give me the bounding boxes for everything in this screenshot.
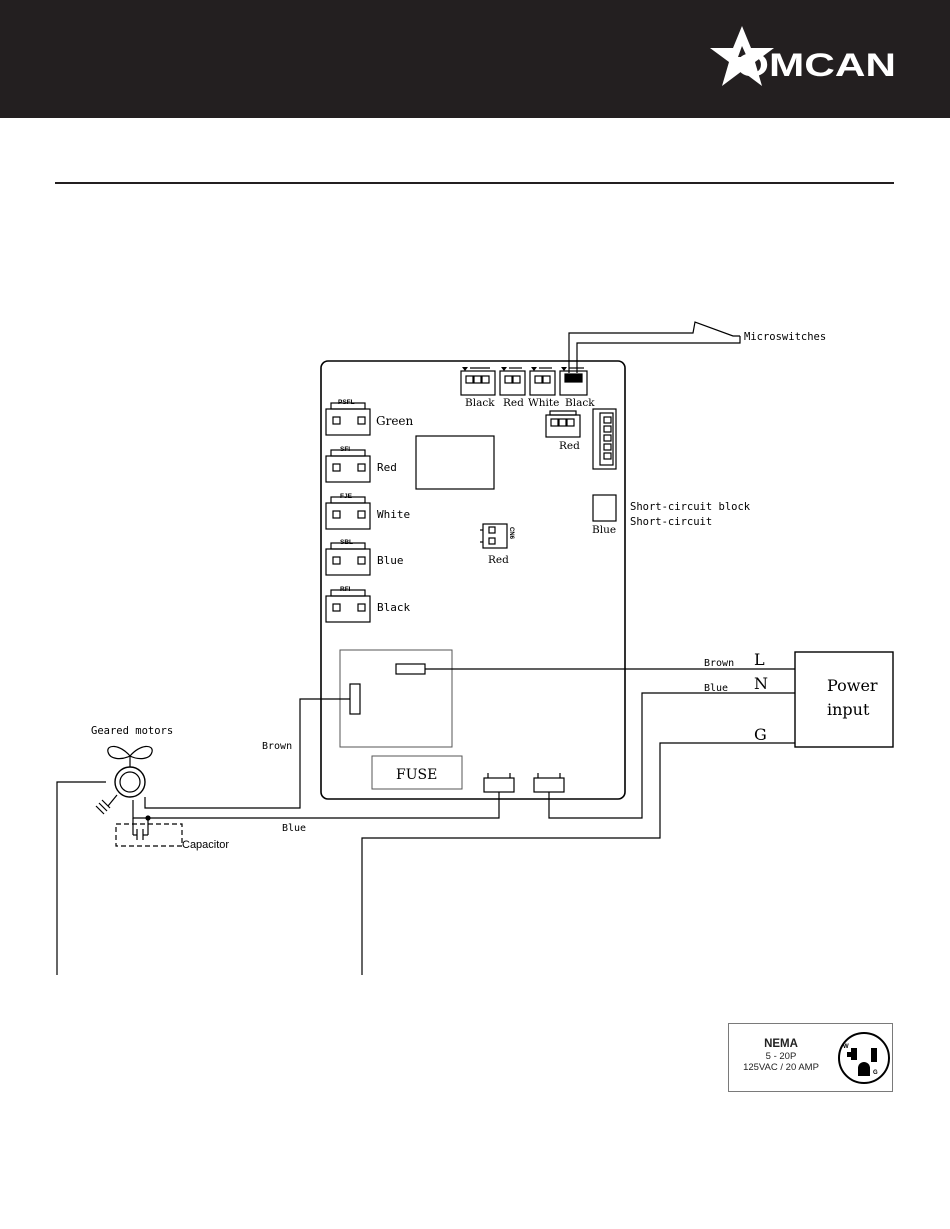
wire-label-blue-right: Blue [704,683,728,694]
side-code-sbl: SBL [340,539,353,546]
bottom-connector-right [534,778,564,792]
top-label-black: Black [465,397,495,409]
center-connector-label: Red [488,554,509,566]
side-label-blue: Blue [377,554,404,567]
top-label-white: White [528,397,559,409]
microswitch-wire-b [577,336,740,373]
geared-motors-label: Geared motors [91,725,173,737]
side-connector-rfi [326,590,370,622]
bottom-connector-left [484,778,514,792]
terminal-n: N [754,674,768,693]
side-connector-psfl [326,403,370,435]
top-connector-red [500,371,525,395]
nema-pin-w: W [843,1044,849,1050]
side-label-white: White [377,508,410,521]
wire-ground-left [57,782,106,975]
capacitor-box [116,824,182,846]
top-label-red: Red [503,397,524,409]
terminal-l: L [754,650,765,669]
side-code-rfi: RFI [340,586,351,593]
top-connector-white [530,371,555,395]
side-connector-sfi [326,450,370,482]
short-circuit-block [593,495,616,521]
short-circuit-block-label: Short-circuit block [630,501,751,513]
power-input-line1: Power [827,676,878,695]
module-terminal-right [396,664,425,674]
nema-rating: 125VAC / 20 AMP [729,1062,833,1073]
side-code-sfi: SFI [340,446,350,453]
power-input-line2: input [827,700,870,719]
wire-label-brown-left: Brown [262,741,292,752]
nema-title: NEMA [729,1038,833,1051]
nema-plug-icon: W G [837,1030,891,1086]
microswitch-wire-a [569,322,740,373]
module-terminal-left [350,684,360,714]
vertical-connector [593,409,616,469]
side-connector-fje [326,497,370,529]
capacitor-label: Capacitor [182,839,229,851]
board-chip [416,436,494,489]
center-connector-code: CN6 [508,527,514,540]
short-circuit-color-label: Blue [592,524,616,536]
side-label-green: Green [376,414,414,428]
side-connector-sbl [326,543,370,575]
side-code-fje: FJE [340,493,353,500]
nema-model: 5 - 20P [729,1051,833,1062]
nema-plug-badge: NEMA 5 - 20P 125VAC / 20 AMP W G [728,1023,893,1092]
wire-label-blue-bottom: Blue [282,823,306,834]
side-code-psfl: PSFL [338,399,355,406]
wire-blue-motor [133,792,499,818]
microswitches-label: Microswitches [744,331,826,343]
top-connector-black-2 [560,371,587,395]
nema-text-block: NEMA 5 - 20P 125VAC / 20 AMP [729,1038,833,1073]
wire-brown-motor [145,699,350,808]
wire-label-brown-right: Brown [704,658,734,669]
top-connector-black [461,371,495,395]
fuse-label: FUSE [396,767,437,783]
upper-right-connector-label: Red [559,440,580,452]
nema-pin-g: G [873,1070,878,1076]
top-label-black-2: Black [565,397,595,409]
upper-right-connector [546,411,580,437]
side-label-red: Red [377,461,397,474]
side-label-black: Black [377,601,410,614]
short-circuit-label: Short-circuit [630,516,712,528]
center-connector [480,524,507,548]
terminal-g: G [754,725,767,744]
